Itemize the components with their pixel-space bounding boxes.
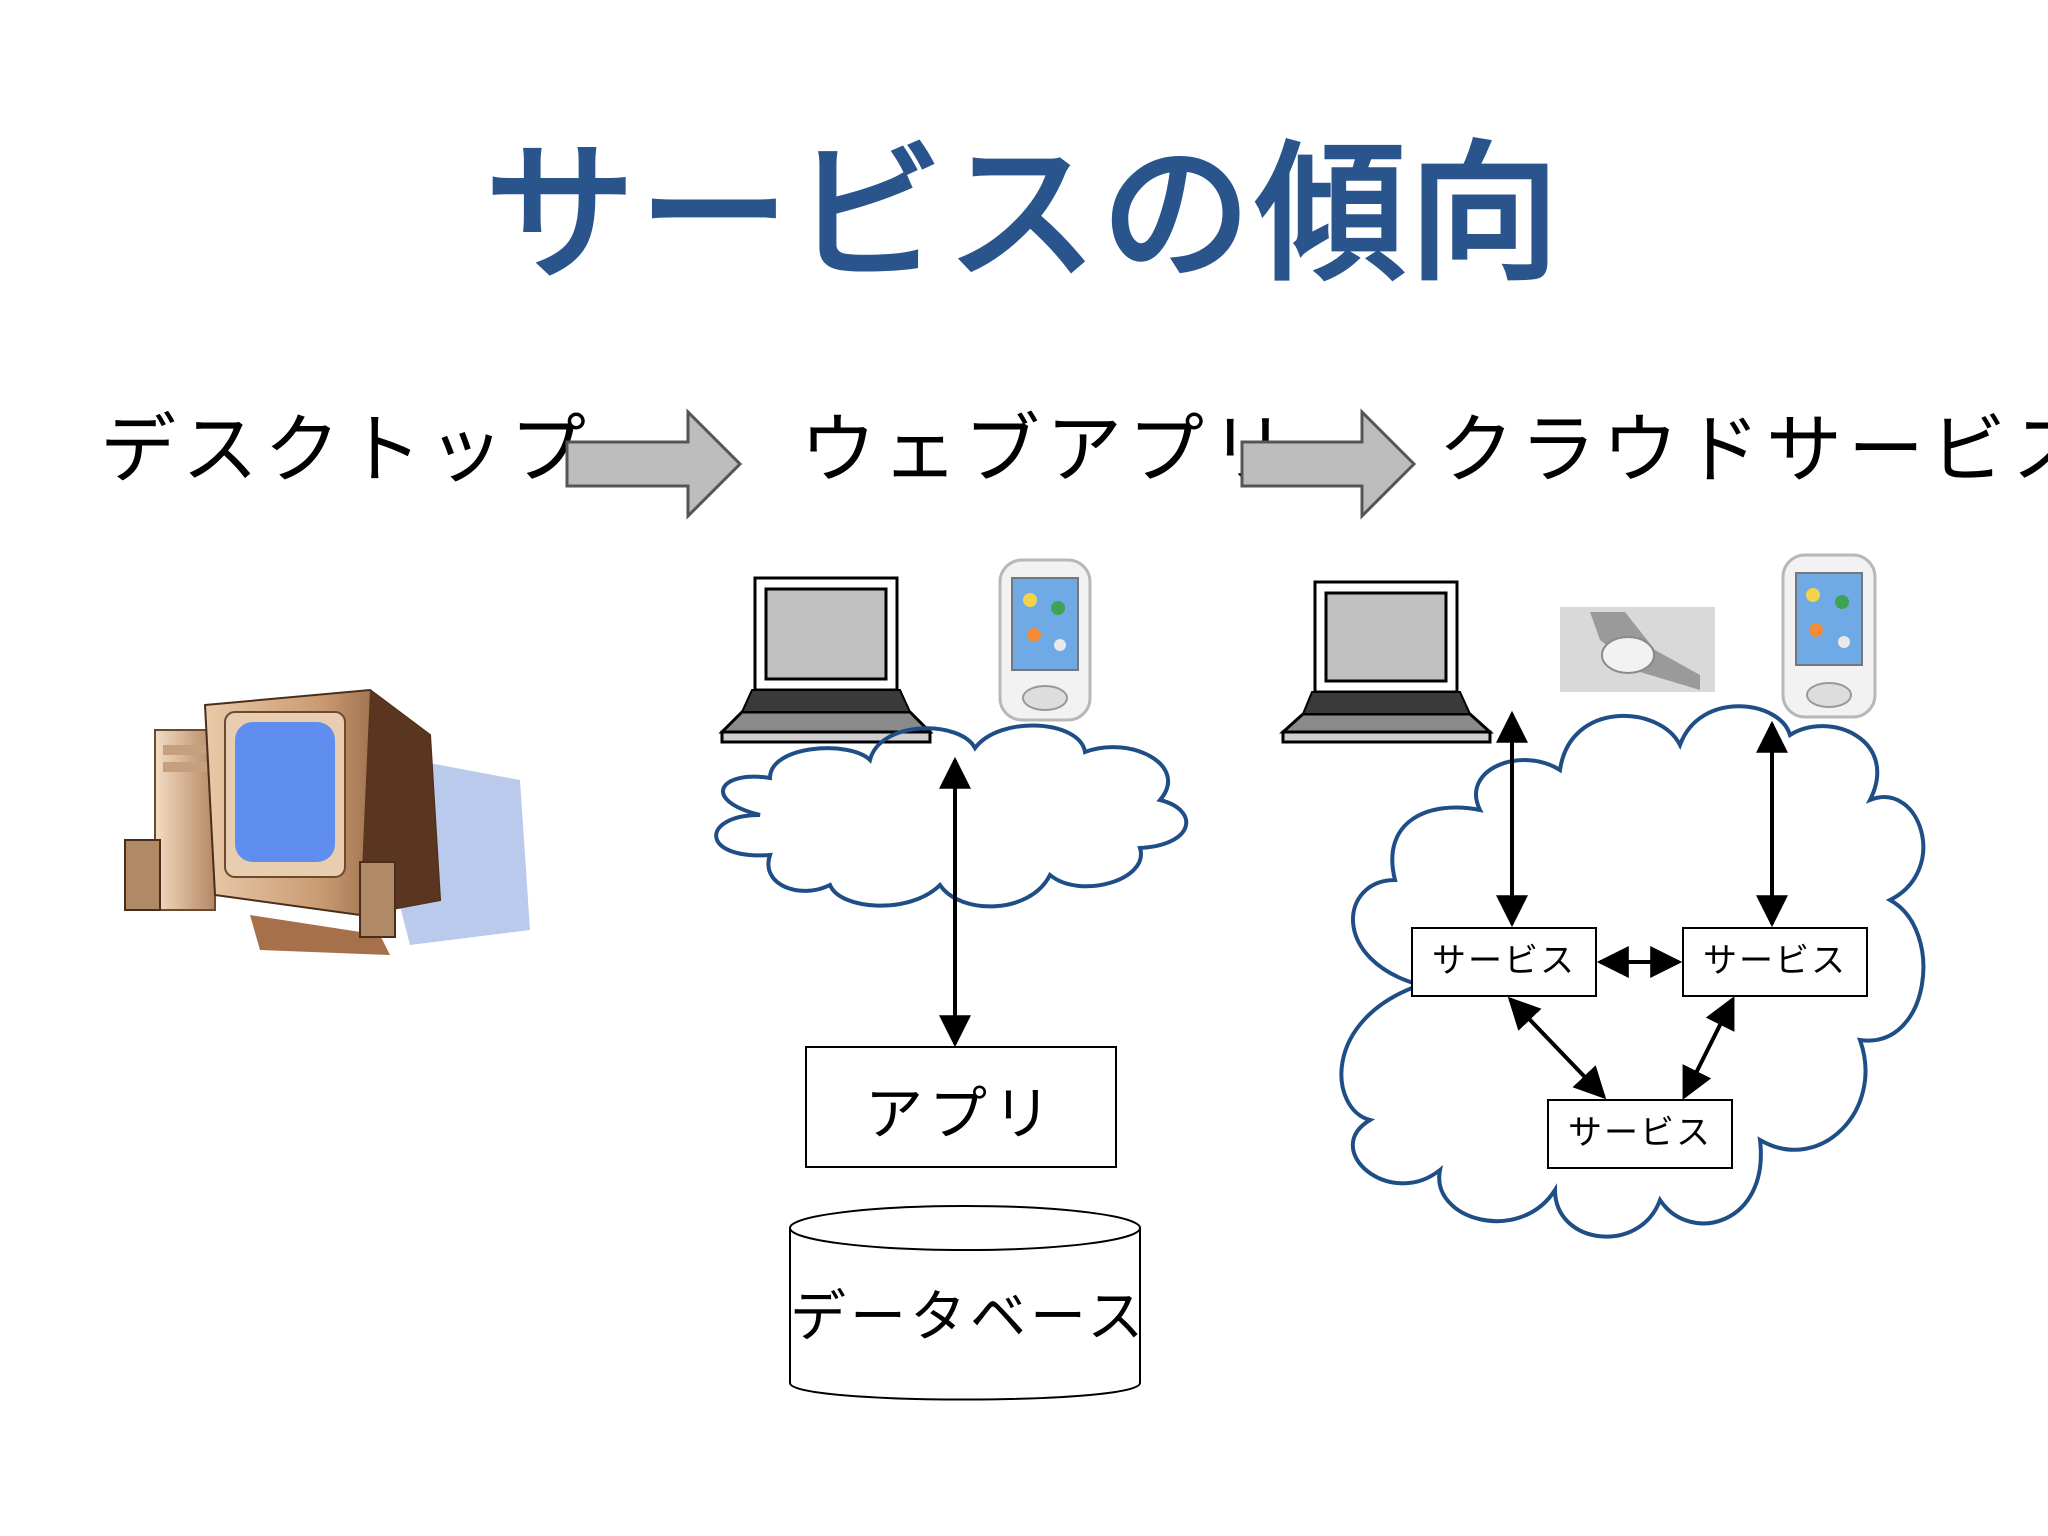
transition-arrow-2 — [1240, 408, 1417, 520]
database-label: データベース — [790, 1285, 1148, 1350]
cloud-computing-shape — [1339, 704, 1926, 1239]
service-box — [1411, 927, 1597, 997]
transition-arrow-1 — [565, 408, 743, 520]
desktop-computer-icon — [124, 688, 530, 955]
wearable-device-icon — [1560, 607, 1715, 692]
service-box — [1682, 927, 1868, 997]
app-box — [805, 1046, 1117, 1168]
pda-phone-icon — [1781, 553, 1877, 719]
service-link-arrow — [1507, 996, 1607, 1100]
service-label-bottom: サービス — [1568, 1113, 1712, 1153]
slide-title: サービスの傾向 — [484, 128, 1563, 302]
service-label-right: サービス — [1703, 941, 1847, 981]
stage-label-web-app: ウェブアプリ — [800, 405, 1292, 494]
laptop-icon — [718, 576, 934, 744]
app-box-label: アプリ — [864, 1080, 1057, 1148]
stage-label-desktop: デスクトップ — [100, 405, 592, 494]
pda-phone-icon — [998, 558, 1092, 722]
laptop-icon — [1279, 580, 1494, 744]
database-cylinder — [789, 1205, 1141, 1401]
stage-label-cloud-service: クラウドサービス — [1438, 405, 2048, 494]
service-label-left: サービス — [1432, 941, 1576, 981]
service-link-arrow — [1682, 996, 1735, 1100]
service-box — [1547, 1099, 1733, 1169]
internet-cloud-shape — [714, 723, 1189, 909]
